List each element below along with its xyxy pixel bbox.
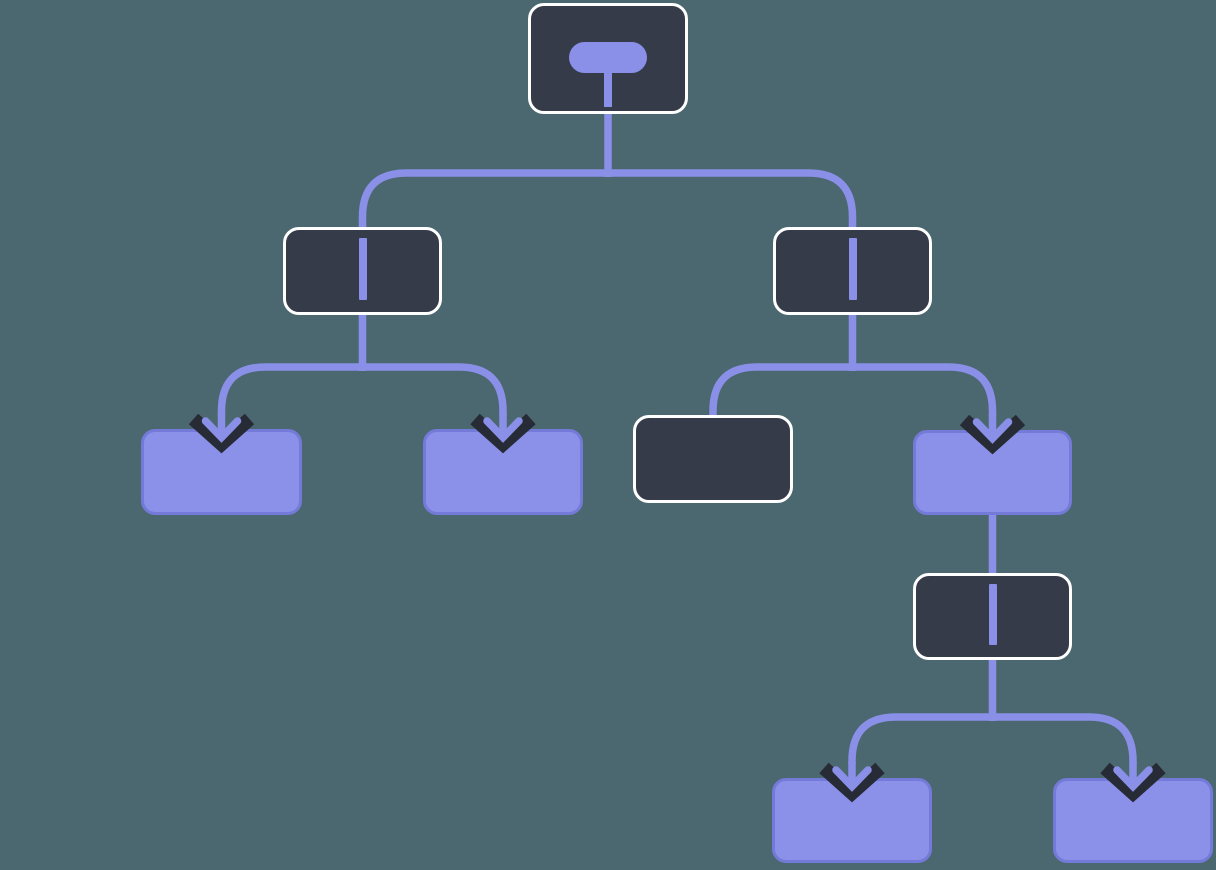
divider-line	[988, 584, 997, 645]
chevron-dark-icon	[819, 762, 885, 803]
arrow-down-icon	[483, 417, 523, 443]
connector-elbow	[852, 363, 997, 416]
pill-placeholder	[569, 42, 647, 73]
connector-elbow	[709, 363, 853, 419]
arrow-down-icon	[201, 417, 242, 443]
branch-left-node[interactable]	[283, 227, 442, 315]
connector-elbow	[992, 713, 1137, 764]
arrow-drop-marker[interactable]	[959, 414, 1026, 455]
connector-elbow	[608, 169, 857, 231]
arrow-drop-marker[interactable]	[819, 762, 885, 803]
connector-elbow	[848, 713, 993, 764]
connector-elbow	[362, 363, 507, 415]
dark-leaf-node[interactable]	[633, 415, 793, 503]
divider-line	[358, 238, 367, 300]
arrow-drop-marker[interactable]	[1100, 762, 1166, 803]
arrow-drop-marker[interactable]	[188, 413, 255, 454]
divider-line	[848, 238, 857, 300]
connector-elbow	[358, 169, 608, 231]
arrow-down-icon	[832, 766, 872, 792]
chevron-dark-icon	[1100, 762, 1166, 803]
chevron-dark-icon	[470, 413, 536, 454]
pill-stem-line	[604, 70, 612, 107]
leaf-4-node[interactable]	[772, 778, 932, 863]
branch-bottom-node[interactable]	[913, 573, 1072, 660]
chevron-dark-icon	[188, 413, 255, 454]
arrow-down-icon	[972, 418, 1013, 444]
chevron-dark-icon	[959, 414, 1026, 455]
connector-elbow	[217, 363, 363, 415]
leaf-3-node[interactable]	[913, 430, 1072, 515]
arrow-drop-marker[interactable]	[470, 413, 536, 454]
root-node[interactable]	[528, 3, 688, 114]
arrow-down-icon	[1113, 766, 1153, 792]
branch-right-node[interactable]	[773, 227, 932, 315]
